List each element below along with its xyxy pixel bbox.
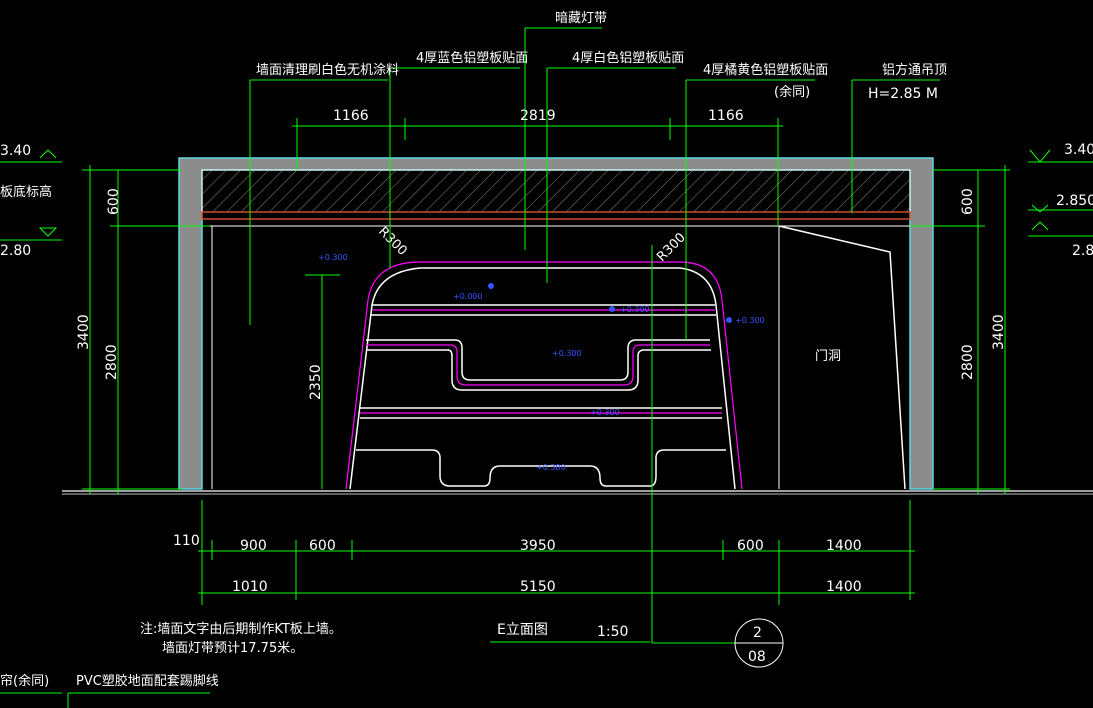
door-hole-label: 门洞 xyxy=(815,349,841,364)
label-white-panel: 4厚白色铝塑板贴面 xyxy=(572,50,684,66)
label-blue-panel: 4厚蓝色铝塑板贴面 xyxy=(416,50,528,66)
dim-left-2800: 2800 xyxy=(104,344,120,380)
dim-right-2800: 2800 xyxy=(960,344,976,380)
level-left-bottom: 2.80 xyxy=(0,243,31,259)
feature-light-strip xyxy=(345,261,743,490)
dim-bottom-3950: 3950 xyxy=(520,538,556,554)
note-line-2: 墙面灯带预计17.75米。 xyxy=(162,641,303,656)
dim-right-600: 600 xyxy=(960,188,976,215)
dim-bottom-5150: 5150 xyxy=(520,579,556,595)
radius-label-right: R300 xyxy=(654,230,689,265)
level-right-bottom: 2.8 xyxy=(1072,243,1093,259)
elevation-label: +0.300 xyxy=(620,305,650,314)
dim-bottom-900: 900 xyxy=(240,538,267,554)
level-symbols xyxy=(38,149,1051,237)
drawing-title: E立面图 xyxy=(497,622,548,638)
dim-bottom-1400b: 1400 xyxy=(826,579,862,595)
elevation-label: +0.300 xyxy=(318,253,348,262)
dim-right-3400: 3400 xyxy=(991,314,1007,350)
label-wall-paint: 墙面清理刷白色无机涂料 xyxy=(256,62,399,78)
bottom-dimension xyxy=(198,500,915,605)
label-ceiling: 铝方通吊顶 xyxy=(882,62,947,78)
dim-bottom-1010: 1010 xyxy=(232,579,268,595)
feature-panel-outline xyxy=(349,267,736,490)
radius-label-left: R300 xyxy=(375,224,410,259)
dim-bottom-600b: 600 xyxy=(737,538,764,554)
index-number-top: 2 xyxy=(753,625,762,641)
dim-panel-2350: 2350 xyxy=(308,364,324,400)
band-2 xyxy=(366,339,710,381)
leader-lines xyxy=(249,27,940,644)
dim-left-3400: 3400 xyxy=(76,314,92,350)
band-2b xyxy=(366,349,711,391)
top-dimension xyxy=(292,118,783,226)
dim-left-600: 600 xyxy=(106,188,122,215)
elevation-markers: +0.300 +0.000 +0.300 +0.300 +0.300 +0.30… xyxy=(318,253,765,472)
level-left-top: 3.40 xyxy=(0,143,31,159)
index-number-bottom: 08 xyxy=(748,649,766,665)
label-ceiling-height: H=2.85 M xyxy=(868,86,938,102)
dim-bottom-110: 110 xyxy=(173,533,200,549)
right-dimension xyxy=(910,161,1093,494)
label-orange-panel-sub: (余同) xyxy=(774,84,810,100)
label-orange-panel: 4厚橘黄色铝塑板贴面 xyxy=(703,62,828,78)
dim-bottom-600a: 600 xyxy=(309,538,336,554)
dim-top-center: 2819 xyxy=(520,108,556,124)
elevation-label: +0.000 xyxy=(453,292,483,301)
elevation-label: +0.300 xyxy=(735,316,765,325)
elevation-label: +0.300 xyxy=(590,408,620,417)
footer-right: PVC塑胶地面配套踢脚线 xyxy=(76,673,219,689)
drawing-scale: 1:50 xyxy=(597,624,628,640)
left-dimension xyxy=(0,161,340,494)
band-4 xyxy=(356,449,726,487)
level-right-mid: 2.850 xyxy=(1056,193,1093,209)
door-leaf xyxy=(778,225,906,490)
footer-left: 帘(余同) xyxy=(0,673,49,689)
ceiling-slab xyxy=(201,169,911,213)
elevation-label: +0.300 xyxy=(552,349,582,358)
ceiling-beam xyxy=(201,211,911,220)
label-hidden-light: 暗藏灯带 xyxy=(555,11,607,26)
dim-bottom-1400a: 1400 xyxy=(826,538,862,554)
band-2-light xyxy=(366,344,710,386)
level-left-sub: 板底标高 xyxy=(0,184,52,200)
elevation-label: +0.300 xyxy=(536,463,566,472)
level-right-top: 3.40 xyxy=(1064,142,1093,158)
dim-top-right: 1166 xyxy=(708,108,744,124)
note-line-1: 注:墙面文字由后期制作KT板上墙。 xyxy=(140,622,342,637)
dim-top-left: 1166 xyxy=(333,108,369,124)
